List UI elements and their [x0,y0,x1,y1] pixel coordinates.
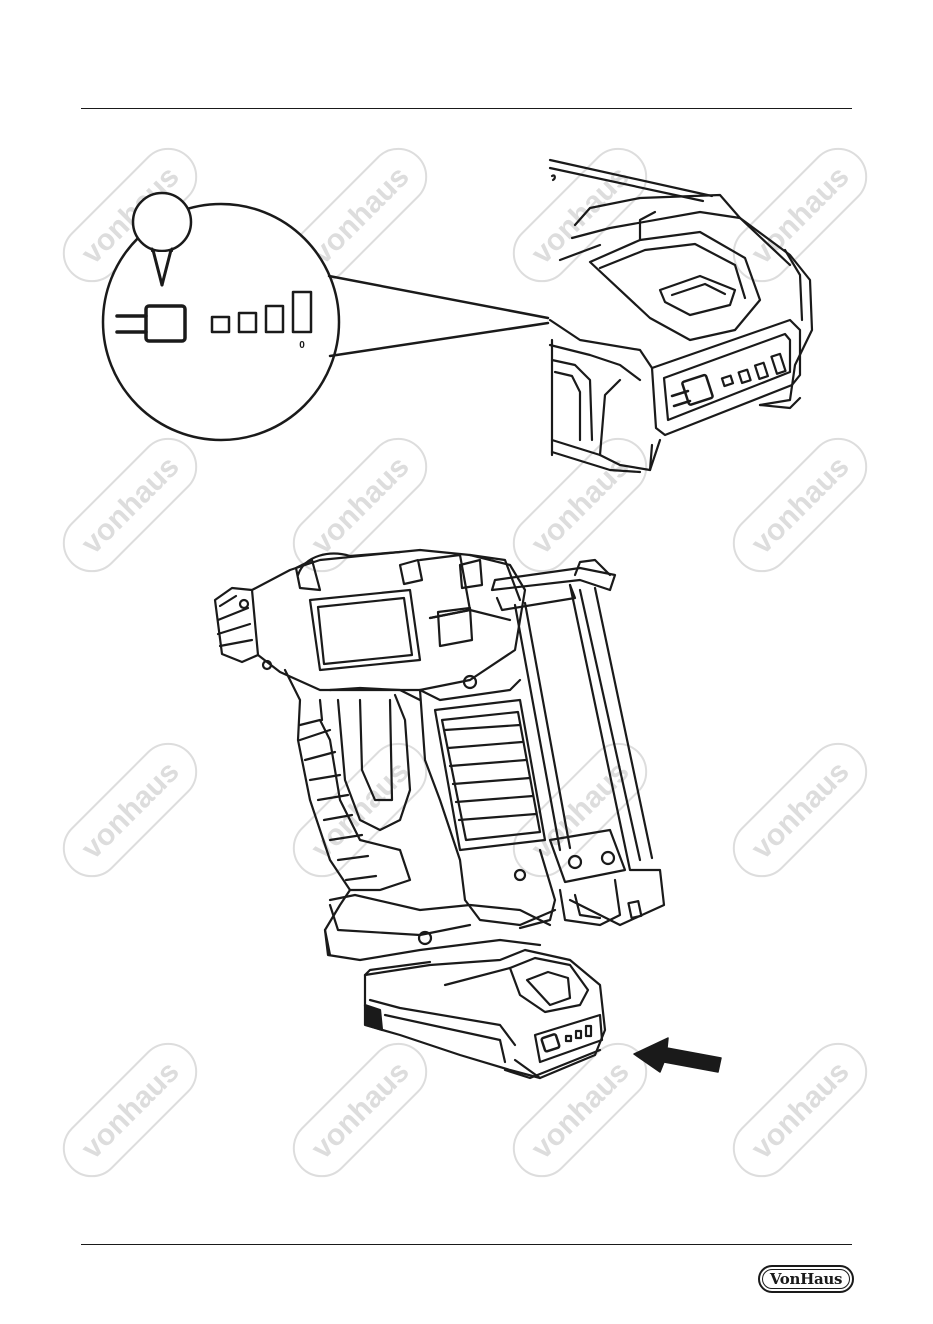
footer-rule [81,1244,852,1245]
brad-nailer-tool [215,550,664,1078]
direction-arrow-icon [634,1038,721,1072]
battery-closeup [550,160,812,472]
indicator-zero-label: 0 [299,340,305,351]
vonhaus-logo-text: VonHaus [770,1270,842,1288]
vonhaus-logo: VonHaus [758,1265,854,1293]
magnifier-callout: 0 [103,193,548,440]
